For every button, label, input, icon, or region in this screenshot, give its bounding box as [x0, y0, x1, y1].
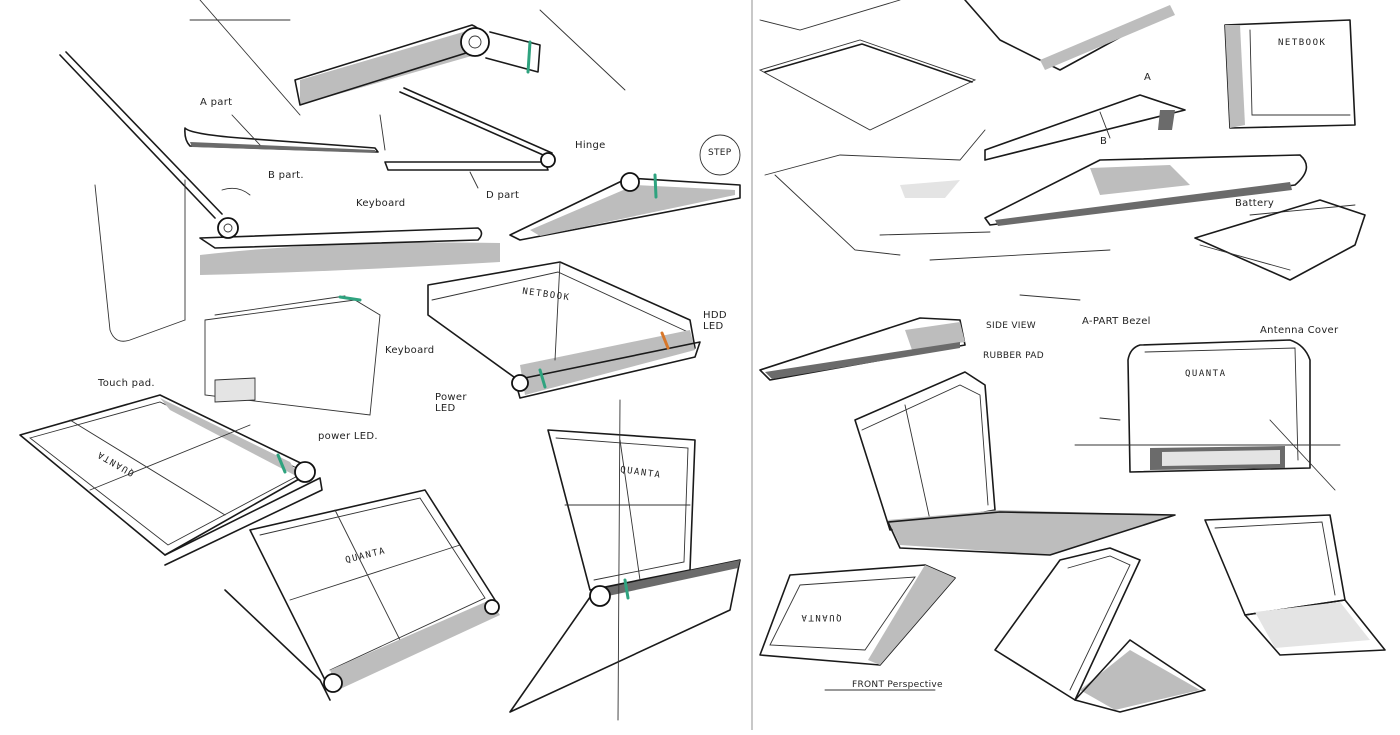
- top-right-tray-sketch: [758, 0, 1175, 131]
- label-keyboard-mid: Keyboard: [385, 345, 435, 356]
- label-front-perspective: FRONT Perspective: [852, 680, 943, 690]
- label-hinge: Hinge: [575, 140, 606, 151]
- open-laptop-center-sketch: [224, 489, 500, 701]
- step-hinge-sketch: [509, 134, 741, 241]
- side-view-sketch: [759, 317, 966, 381]
- hinge-d-part-sketch: [384, 87, 556, 189]
- left-wall-sketch: [94, 0, 301, 342]
- label-power-led-left: power LED.: [318, 431, 378, 442]
- label-d-part: D part: [486, 190, 520, 201]
- tent-laptop-sketch: [994, 547, 1206, 713]
- label-b-part: B part.: [268, 170, 304, 181]
- label-a-part: A part: [200, 97, 233, 108]
- label-hdd-led: HDD LED: [703, 310, 727, 332]
- label-touch-pad: Touch pad.: [98, 378, 155, 389]
- netbook-box-sketch: [1224, 19, 1356, 129]
- logo-quanta-5: QUANTA: [800, 612, 842, 622]
- netbook-closed-sketch: [427, 261, 701, 399]
- open-laptop-far-right-sketch: [1204, 514, 1386, 656]
- label-keyboard-top: Keyboard: [356, 198, 406, 209]
- label-b: B: [1100, 136, 1108, 147]
- logo-quanta-4: QUANTA: [1185, 369, 1227, 379]
- label-a: A: [1144, 72, 1152, 83]
- top-hinge-bar-sketch: [294, 9, 626, 106]
- label-power-led-mid: Power LED: [435, 392, 467, 414]
- side-open-laptop-sketch: [59, 51, 500, 275]
- label-side-view: SIDE VIEW: [986, 321, 1036, 331]
- left-lid-perspective-sketch: [764, 129, 1111, 261]
- bezel-front-sketch: [1074, 339, 1341, 491]
- label-rubber-pad: RUBBER PAD: [983, 351, 1044, 361]
- battery-side-sketch: [984, 154, 1366, 281]
- keyboard-deck-sketch: [204, 295, 381, 416]
- baseline-strokes: [824, 294, 1121, 691]
- label-step: STEP: [708, 148, 732, 158]
- ab-hinge-side-sketch: [984, 94, 1186, 161]
- label-netbook-corner: NETBOOK: [1278, 38, 1327, 48]
- label-antenna-cover: Antenna Cover: [1260, 325, 1339, 336]
- open-laptop-right-sketch: [509, 399, 741, 721]
- open-laptop-left-sketch: [19, 394, 323, 566]
- a-part-side-sketch: [184, 114, 386, 153]
- label-battery: Battery: [1235, 198, 1275, 209]
- label-a-part-bezel: A-PART Bezel: [1082, 316, 1151, 327]
- chair-shaped-laptop-sketch: [854, 371, 1176, 556]
- closed-laptop-front-sketch: [759, 564, 956, 666]
